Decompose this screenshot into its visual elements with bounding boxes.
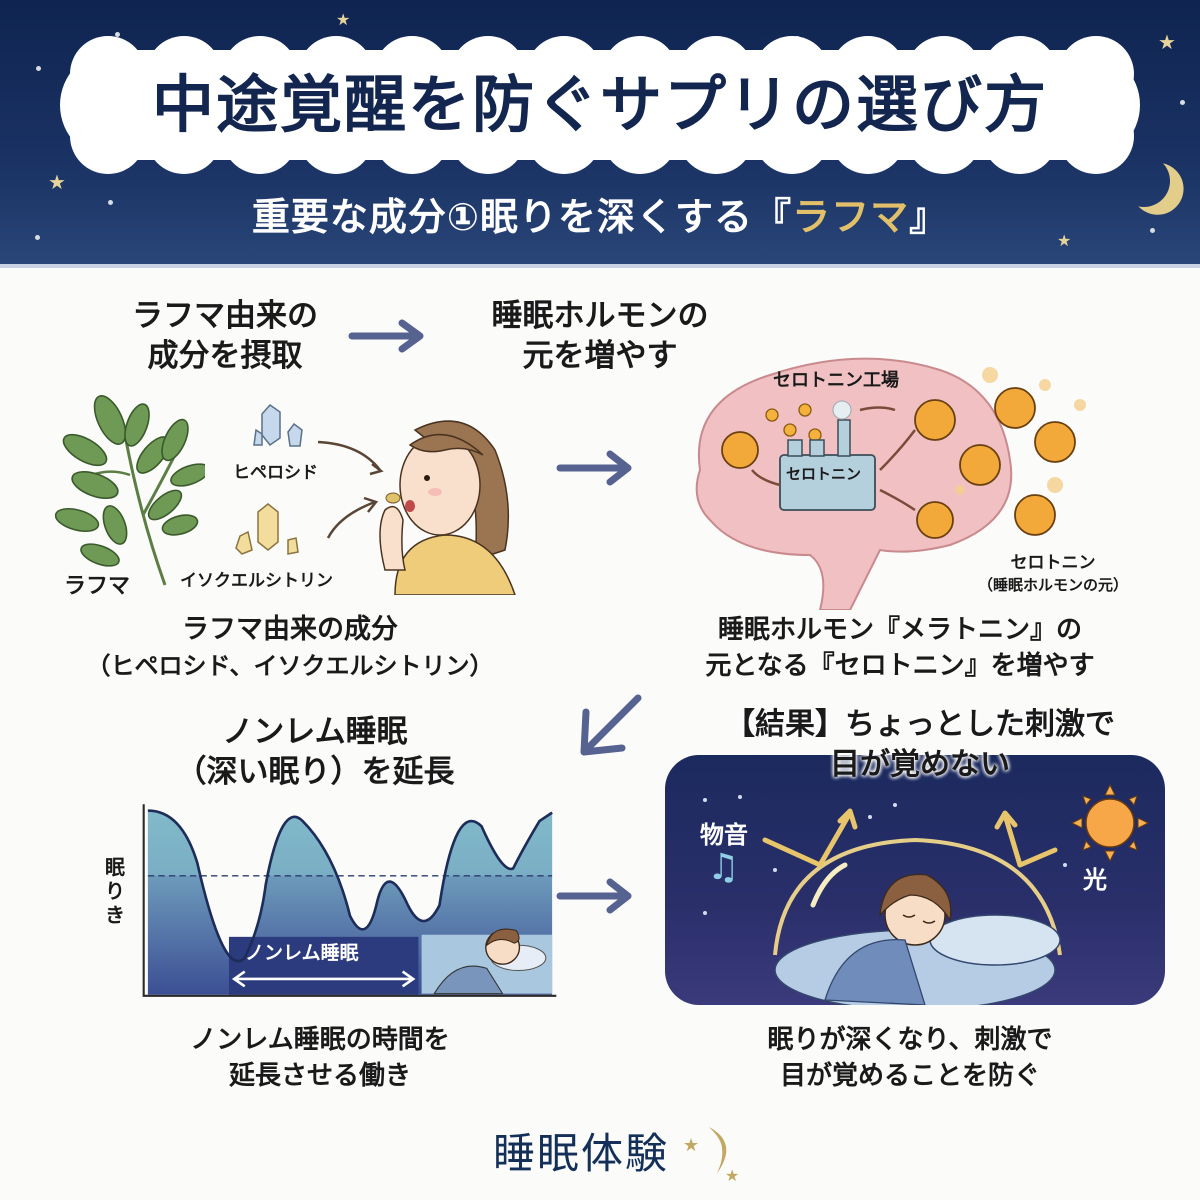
music-note-icon: ♫ <box>707 847 740 888</box>
cloud-bump <box>1058 98 1134 174</box>
step4-caption-line1: 眠りが深くなり、刺激で <box>767 1025 1053 1055</box>
page-title: 中途覚醒を防ぐサプリの選び方 <box>151 68 1048 141</box>
star-dot <box>35 235 40 240</box>
arrow-right-icon <box>556 450 632 486</box>
subtitle-text: 重要な成分①眠りを深くする <box>251 195 754 239</box>
step4-caption-line2: 目が覚めることを防ぐ <box>779 1061 1040 1091</box>
step1-heading: ラフマ由来の 成分を摂取 <box>60 296 390 376</box>
light-label: 光 <box>1083 866 1107 894</box>
serotonin-label-sub: （睡眠ホルモンの元） <box>977 576 1128 594</box>
step1-caption-line1: ラフマ由来の成分 <box>182 614 398 645</box>
cloud-bump <box>298 98 374 174</box>
cloud-bump <box>374 98 450 174</box>
step1-heading-line1: ラフマ由来の <box>132 298 318 334</box>
step3-heading: ノンレム睡眠 （深い眠り）を延長 <box>90 712 540 792</box>
cloud-bump <box>982 98 1058 174</box>
cloud-bump <box>754 98 830 174</box>
svg-text:★: ★ <box>725 1166 741 1181</box>
step4-heading-line2: 目が覚めない <box>830 747 1010 782</box>
nrem-annotation: ノンレム睡眠 <box>245 942 359 964</box>
bracket-close: 』 <box>909 195 949 239</box>
step3-caption-line1: ノンレム睡眠の時間を <box>190 1025 450 1055</box>
step2-heading: 睡眠ホルモンの 元を増やす <box>440 296 760 376</box>
ingredient-b-label: イソクエルシトリン <box>180 571 333 591</box>
curved-arrow-icon <box>317 440 384 539</box>
page-subtitle: 重要な成分①眠りを深くする『ラフマ』 <box>0 186 1200 241</box>
step2-heading-line2: 元を増やす <box>522 338 678 374</box>
step3-caption: ノンレム睡眠の時間を 延長させる働き <box>80 1022 560 1094</box>
chart-ylabel: 眠りき <box>105 855 125 927</box>
step2-caption-line1: 睡眠ホルモン『メラトニン』の <box>717 615 1082 645</box>
star-icon: ★ <box>1158 30 1176 54</box>
moon-star-icon: ★ ★ <box>683 1126 741 1181</box>
star-dot <box>108 200 113 205</box>
step1-caption-line2: （ヒペロシド、イソクエルシトリン） <box>86 652 494 680</box>
brand-text: 睡眠体験 <box>492 1129 669 1178</box>
header-banner: ★ ★ ★ ★ 中途覚醒を防ぐサプリの選び方 重要な成分①眠りを深くする『ラフマ… <box>0 0 1200 268</box>
step4-caption: 眠りが深くなり、刺激で 目が覚めることを防ぐ <box>650 1022 1170 1094</box>
bracket-open: 『 <box>753 195 793 239</box>
svg-text:★: ★ <box>683 1135 701 1156</box>
step2-heading-line1: 睡眠ホルモンの <box>491 298 709 334</box>
serotonin-label-main: セロトニン <box>1010 553 1096 573</box>
arrow-right-icon <box>556 878 632 914</box>
step2-caption: 睡眠ホルモン『メラトニン』の 元となる『セロトニン』を増やす <box>650 612 1150 684</box>
arrow-right-icon <box>348 319 424 353</box>
star-dot <box>1150 228 1155 233</box>
sleep-depth-chart <box>142 804 557 997</box>
cloud-bump <box>906 98 982 174</box>
factory-sign-label: セロトニン <box>786 465 862 483</box>
factory-title-label: セロトニン工場 <box>773 370 899 391</box>
cloud-bump <box>830 98 906 174</box>
step4-heading-line1: 【結果】ちょっとした刺激で <box>725 707 1115 742</box>
cloud-bump <box>678 98 754 174</box>
star-icon: ★ <box>48 170 66 194</box>
serotonin-label: セロトニン （睡眠ホルモンの元） <box>958 552 1148 596</box>
cloud-bump <box>602 98 678 174</box>
star-icon: ★ <box>1057 231 1072 250</box>
woman-taking-supplement-illustration <box>379 420 516 595</box>
plant-label: ラフマ <box>64 574 131 599</box>
step4-heading: 【結果】ちょっとした刺激で 目が覚めない <box>640 705 1200 785</box>
cloud-bump <box>146 98 222 174</box>
star-dot <box>1180 100 1185 105</box>
hyperoside-crystal-icon <box>253 404 303 447</box>
rafuma-plant-illustration <box>55 395 205 586</box>
arrow-down-left-icon <box>580 694 642 756</box>
step3-caption-line2: 延長させる働き <box>228 1061 411 1091</box>
cloud-bump <box>526 98 602 174</box>
star-icon: ★ <box>336 10 351 29</box>
step2-caption-line2: 元となる『セロトニン』を増やす <box>705 651 1095 681</box>
sound-label: 物音 <box>700 821 748 849</box>
step1-heading-line2: 成分を摂取 <box>147 338 303 374</box>
brain-serotonin-factory-illustration <box>695 357 1086 610</box>
cloud-bump <box>70 98 146 174</box>
brand-logo: 睡眠体験 ★ ★ <box>0 1120 1200 1181</box>
protected-sleep-illustration <box>703 783 1150 1005</box>
isoquercitrin-crystal-icon <box>235 503 299 555</box>
cloud-bump <box>450 98 526 174</box>
star-dot <box>36 66 41 71</box>
result-panel: 物音 ♫ 光 <box>665 755 1165 1005</box>
step1-caption: ラフマ由来の成分 （ヒペロシド、イソクエルシトリン） <box>40 612 540 684</box>
step3-heading-line1: ノンレム睡眠 <box>222 714 408 750</box>
star-dot <box>115 32 120 37</box>
subtitle-highlight: ラフマ <box>792 195 910 239</box>
step3-heading-line2: （深い眠り）を延長 <box>175 754 455 790</box>
ingredient-a-label: ヒペロシド <box>233 463 318 483</box>
cloud-bump <box>222 98 298 174</box>
